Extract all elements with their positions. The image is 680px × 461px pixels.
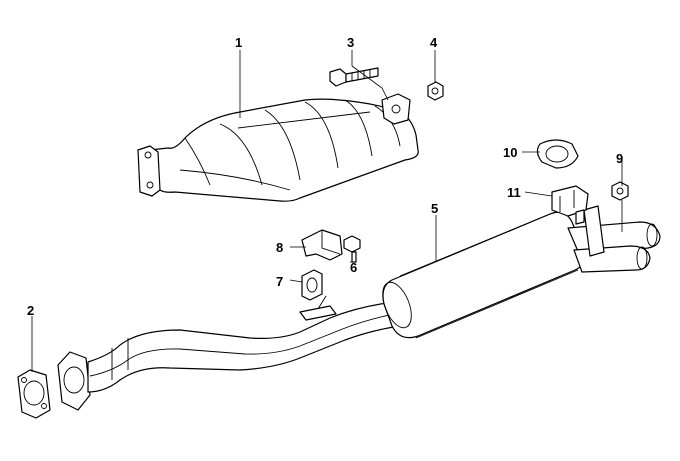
hanger-clamp xyxy=(551,185,589,225)
callout-8: 8 xyxy=(276,240,283,255)
leader-lines xyxy=(31,50,623,372)
callout-2: 2 xyxy=(27,303,34,318)
callouts: 1 2 3 4 5 6 7 8 9 10 11 xyxy=(27,35,623,318)
catalytic-converter xyxy=(137,93,419,202)
callout-9: 9 xyxy=(616,151,623,166)
nut xyxy=(427,81,444,101)
bolt xyxy=(329,67,379,87)
bracket xyxy=(301,229,343,261)
gasket-ring xyxy=(536,139,579,169)
callout-3: 3 xyxy=(347,35,354,50)
rear-muffler xyxy=(382,205,661,339)
callout-7: 7 xyxy=(276,274,283,289)
hex-bolt xyxy=(343,235,361,263)
callout-11: 11 xyxy=(507,185,521,200)
callout-4: 4 xyxy=(430,35,438,50)
callout-6: 6 xyxy=(350,260,357,275)
rubber-mount xyxy=(301,269,323,301)
small-nut xyxy=(611,181,629,201)
callout-10: 10 xyxy=(503,145,517,160)
callout-5: 5 xyxy=(431,201,438,216)
callout-1: 1 xyxy=(235,35,242,50)
flange-gasket xyxy=(17,369,51,419)
front-pipe xyxy=(57,295,419,411)
